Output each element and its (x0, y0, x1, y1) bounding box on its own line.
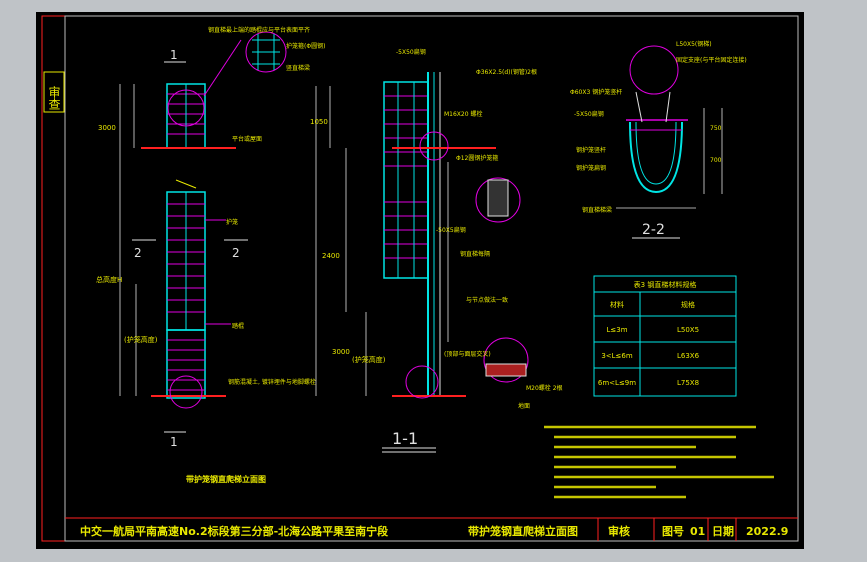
cad-drawing-canvas: 审查 (36, 12, 804, 549)
table-header-spec: 规格 (681, 300, 695, 309)
drawing-svg: 审查 (41, 15, 799, 542)
section-detail-base (483, 337, 529, 383)
svg-text:钢筋混凝土, 镀锌埋件与地脚螺栓: 钢筋混凝土, 镀锌埋件与地脚螺栓 (228, 378, 316, 386)
svg-text:钢直梯每隔: 钢直梯每隔 (460, 250, 490, 258)
section-1-1-title: 1-1 (392, 429, 418, 448)
svg-text:1050: 1050 (310, 118, 328, 126)
section-2-2-cage-arc (629, 121, 683, 194)
svg-text:2400: 2400 (322, 252, 340, 260)
svg-text:-5X50扁钢: -5X50扁钢 (574, 110, 604, 118)
svg-text:地面: 地面 (518, 402, 530, 410)
table-title: 表3 钢直梯材料规格 (634, 280, 697, 289)
cut-mark-1-bottom: 1 (170, 435, 178, 449)
notes-block (544, 425, 774, 499)
svg-text:Φ60X3 钢护笼竖杆: Φ60X3 钢护笼竖杆 (570, 88, 622, 96)
svg-text:750: 750 (710, 125, 722, 132)
cut-mark-2-right: 2 (232, 246, 240, 260)
front-detail-circle-top (167, 89, 205, 127)
table-cell: L75X8 (677, 379, 699, 387)
inner-border (64, 15, 799, 542)
svg-text:(护笼高度): (护笼高度) (124, 335, 158, 344)
svg-text:(护笼高度): (护笼高度) (352, 355, 386, 364)
svg-text:-5X50扁钢: -5X50扁钢 (396, 48, 426, 56)
side-stamp-text: 审查 (47, 85, 61, 110)
svg-text:700: 700 (710, 157, 722, 164)
svg-text:M20螺栓 2根: M20螺栓 2根 (526, 384, 563, 392)
drawing-no-label: 图号 (662, 525, 684, 538)
table-cell: 6m<L≤9m (598, 379, 636, 387)
section-2-2-title: 2-2 (642, 222, 665, 238)
svg-text:平台或屋面: 平台或屋面 (232, 135, 262, 143)
svg-text:固定支座(与平台固定连接): 固定支座(与平台固定连接) (676, 56, 747, 64)
material-table: 表3 钢直梯材料规格 材料 规格 L≤3m L50X5 3<L≤6m L63X6… (593, 275, 737, 397)
review-label: 审核 (608, 524, 630, 538)
cut-mark-2-left: 2 (134, 246, 142, 260)
table-cell: L63X6 (677, 352, 700, 360)
title-block: 中交一航局平南高速No.2标段第三分部-北海公路平果至南宁段 带护笼钢直爬梯立面… (65, 517, 798, 541)
front-view-title: 带护笼钢直爬梯立面图 (186, 474, 266, 484)
section-cage (383, 81, 429, 279)
svg-text:钢直梯最上端的踏棍应与平台表面平齐: 钢直梯最上端的踏棍应与平台表面平齐 (208, 26, 310, 34)
section-1-1-view: 1050 2400 3000 (护笼高度) -5X50扁钢 Φ36X2.5(d)… (310, 48, 563, 453)
svg-text:Φ12圆钢护笼箍: Φ12圆钢护笼箍 (456, 154, 498, 162)
table-cell: L≤3m (606, 326, 627, 334)
svg-text:竖直梯梁: 竖直梯梁 (286, 64, 310, 72)
svg-text:护笼箍(Φ圆钢): 护笼箍(Φ圆钢) (286, 42, 325, 50)
svg-text:-50X5扁钢: -50X5扁钢 (436, 226, 466, 234)
date-label: 日期 (712, 524, 734, 538)
table-header-material: 材料 (610, 300, 624, 309)
svg-text:钢直梯梯梁: 钢直梯梯梁 (582, 206, 612, 214)
side-stamp-box (43, 71, 65, 113)
front-detail-circle-bottom (169, 375, 203, 409)
svg-text:L50X5(钢梯): L50X5(钢梯) (676, 40, 712, 48)
svg-text:Φ36X2.5(d)(钢管)2根: Φ36X2.5(d)(钢管)2根 (476, 68, 537, 76)
section-detail-bracket (475, 177, 521, 223)
drawing-no: 01 (690, 525, 705, 538)
svg-text:与节点做法一致: 与节点做法一致 (466, 296, 508, 304)
section-2-2-view: L50X5(钢梯) 固定支座(与平台固定连接) Φ60X3 钢护笼竖杆 -5X5… (570, 40, 747, 239)
drawing-name: 带护笼钢直爬梯立面图 (468, 524, 578, 538)
date-value: 2022.9 (746, 525, 788, 538)
svg-text:踏棍: 踏棍 (232, 322, 244, 330)
svg-text:3000: 3000 (98, 124, 116, 132)
table-cell: L50X5 (677, 326, 699, 334)
project-title: 中交一航局平南高速No.2标段第三分部-北海公路平果至南宁段 (80, 524, 388, 538)
front-view: 3000 总高度H (护笼高度) 2 2 1 1 钢直梯最上端的踏棍应与平台表面… (96, 26, 325, 484)
svg-text:(顶部与面层交叉): (顶部与面层交叉) (444, 350, 491, 358)
cut-mark-1-top: 1 (170, 48, 178, 62)
svg-text:护笼: 护笼 (226, 218, 238, 226)
svg-text:钢护笼竖杆: 钢护笼竖杆 (576, 146, 606, 154)
svg-text:总高度H: 总高度H (96, 275, 122, 284)
svg-text:钢护笼扁钢: 钢护笼扁钢 (576, 164, 606, 172)
table-cell: 3<L≤6m (601, 352, 633, 360)
svg-text:M16X20 螺栓: M16X20 螺栓 (444, 110, 482, 118)
svg-text:3000: 3000 (332, 348, 350, 356)
